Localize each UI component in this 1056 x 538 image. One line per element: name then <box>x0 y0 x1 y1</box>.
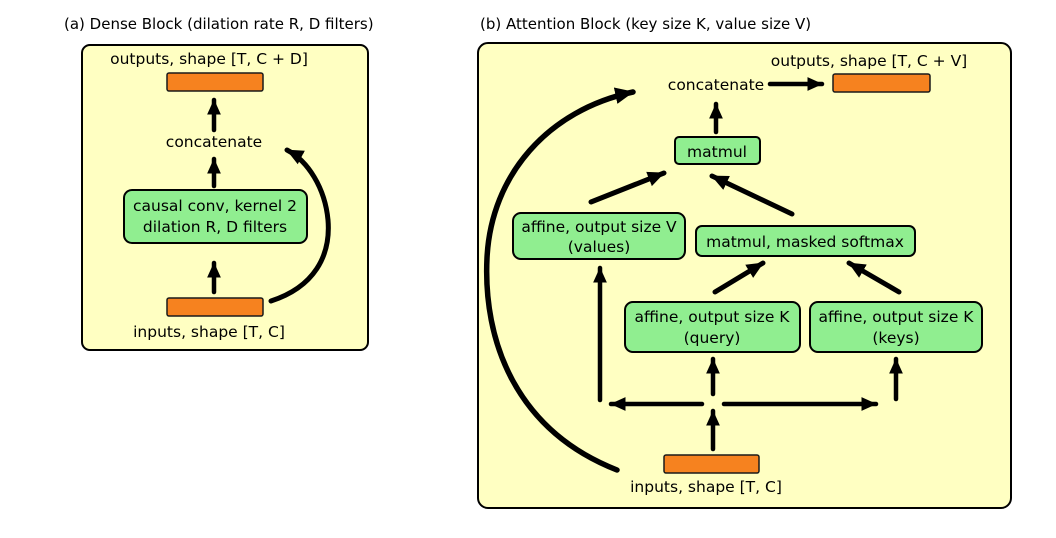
affine-keys-line2: (keys) <box>872 329 919 347</box>
affine-query-line1: affine, output size K <box>635 308 791 326</box>
panel-b-title: (b) Attention Block (key size K, value s… <box>480 15 811 33</box>
arrow-softmax-to-matmul <box>709 173 795 217</box>
dense-block-panel: (a) Dense Block (dilation rate R, D filt… <box>64 15 374 351</box>
panel-b-input-tensor-bar <box>663 454 760 474</box>
affine-query-box <box>624 301 801 353</box>
panel-a-input-tensor-bar <box>166 297 264 317</box>
panel-b-concatenate-label: concatenate <box>668 76 764 94</box>
attention-block-panel: (b) Attention Block (key size K, value s… <box>477 15 1012 509</box>
masked-softmax-label: matmul, masked softmax <box>706 233 904 251</box>
skip-connection-arrow-b <box>483 87 636 473</box>
matmul-label: matmul <box>687 143 747 161</box>
panel-a-output-tensor-bar <box>166 72 264 92</box>
panel-b-inputs-label: inputs, shape [T, C] <box>630 478 782 496</box>
panel-b-outputs-label: outputs, shape [T, C + V] <box>771 52 967 70</box>
affine-query-line2: (query) <box>684 329 741 347</box>
causal-conv-label-line2: dilation R, D filters <box>143 218 287 236</box>
masked-softmax-box <box>695 225 916 257</box>
matmul-box <box>674 136 761 165</box>
arrow-values-to-matmul <box>588 170 667 205</box>
affine-keys-box <box>809 301 983 353</box>
affine-values-line1: affine, output size V <box>521 218 677 236</box>
affine-keys-line1: affine, output size K <box>819 308 975 326</box>
panel-a-inputs-label: inputs, shape [T, C] <box>133 323 285 341</box>
panel-a-title: (a) Dense Block (dilation rate R, D filt… <box>64 15 374 33</box>
arrow-keys-to-softmax <box>846 260 902 295</box>
panel-b-output-tensor-bar <box>832 73 931 93</box>
panel-a-outputs-label: outputs, shape [T, C + D] <box>110 50 308 68</box>
affine-values-line2: (values) <box>568 238 631 256</box>
causal-conv-label-line1: causal conv, kernel 2 <box>133 197 297 215</box>
causal-conv-box <box>123 189 308 244</box>
affine-values-box <box>512 212 686 260</box>
arrow-query-to-softmax <box>712 260 766 295</box>
panel-a-concatenate-label: concatenate <box>166 133 262 151</box>
skip-connection-arrow-a <box>268 147 331 304</box>
